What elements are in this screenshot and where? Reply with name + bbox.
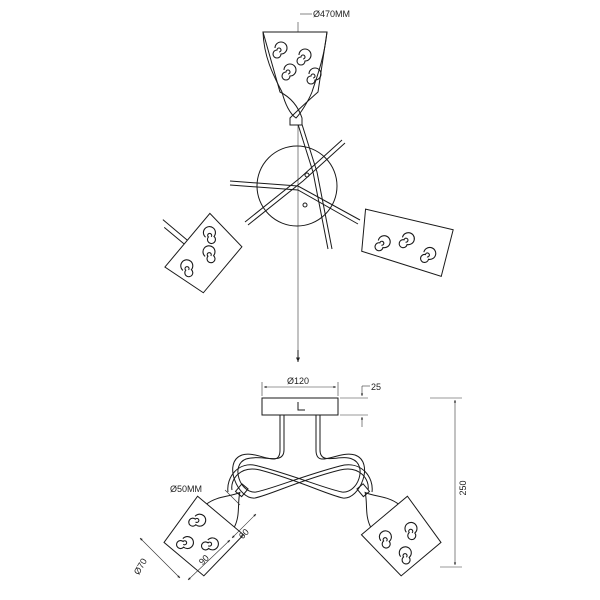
side-shade-right (356, 483, 442, 577)
total-height-label: 250 (458, 480, 468, 495)
top-arms (229, 117, 361, 250)
top-view: Ø470MM (162, 9, 454, 362)
top-diameter-label: Ø470MM (313, 9, 350, 19)
side-view: Ø120 25 250 (132, 376, 468, 581)
shade-width-label: Ø70 (132, 557, 149, 577)
canopy-plate (261, 397, 339, 416)
top-shade-left (162, 212, 243, 294)
canopy-height-label: 25 (371, 382, 381, 392)
canopy-diameter-label: Ø120 (287, 376, 309, 386)
top-shade-up (262, 31, 328, 126)
canopy-circle (256, 145, 338, 227)
top-shade-right (361, 208, 454, 277)
shade-diameter-label: Ø50MM (170, 484, 202, 494)
side-arms (227, 415, 373, 499)
